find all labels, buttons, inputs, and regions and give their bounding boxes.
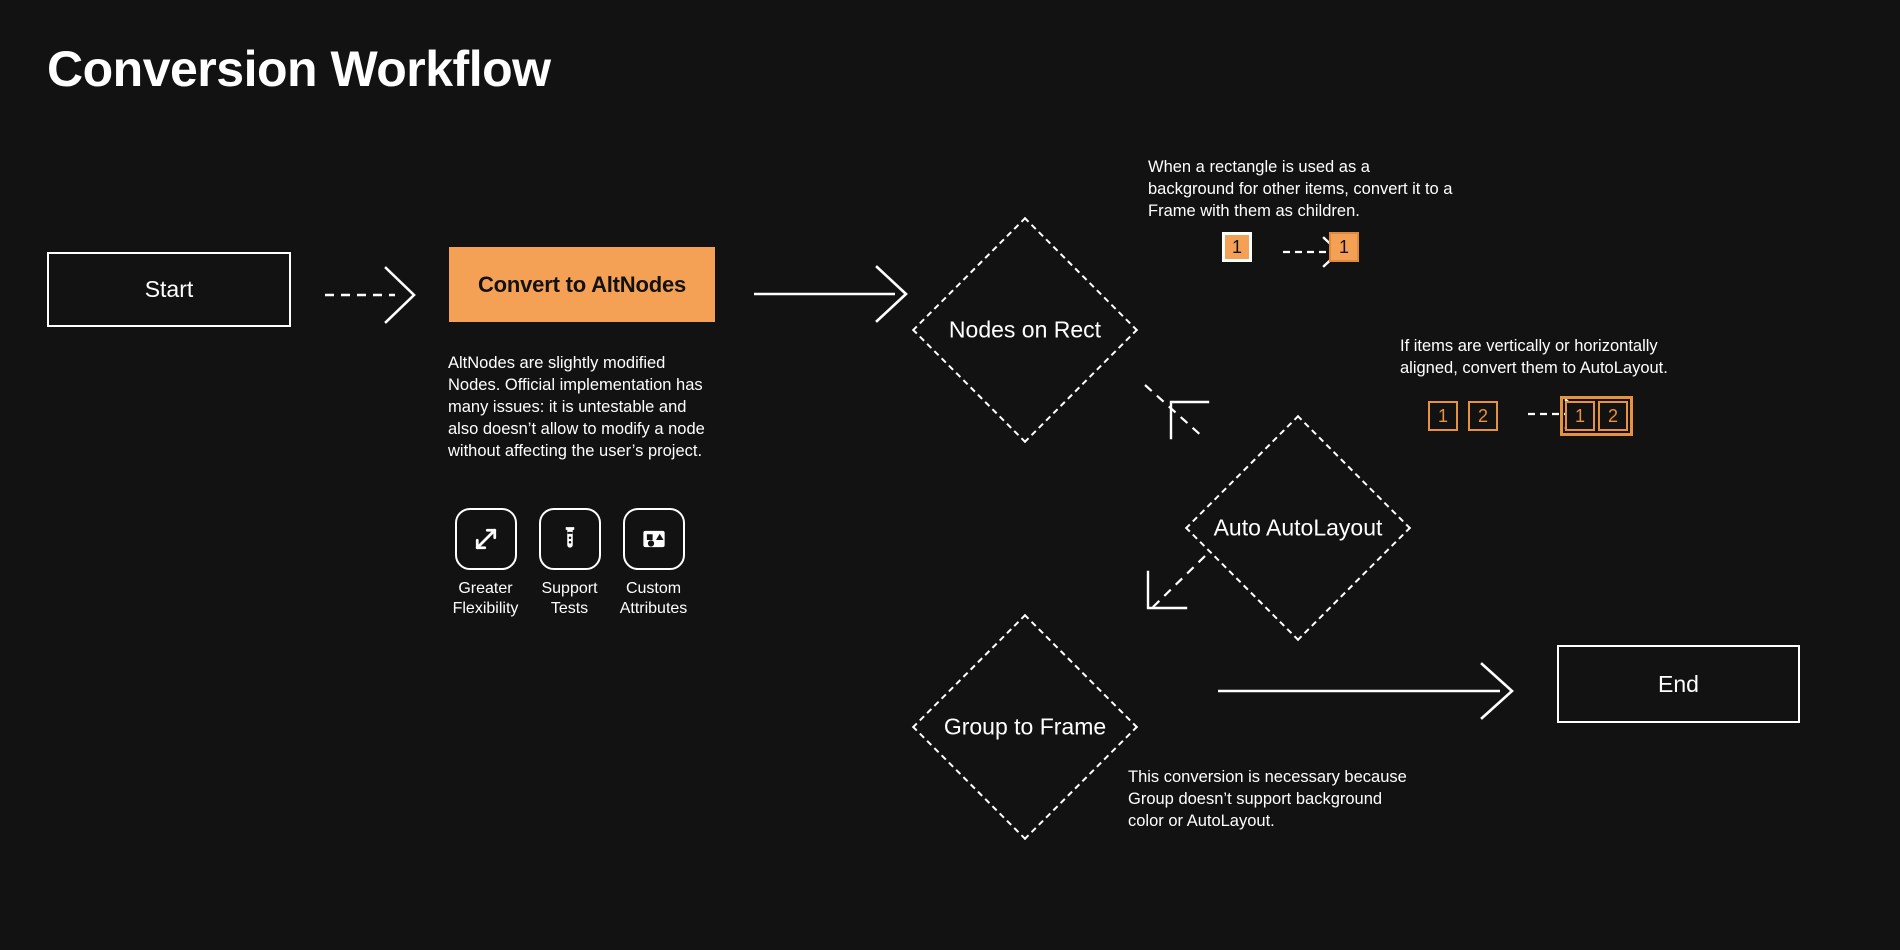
note-altnodes: AltNodes are slightly modified Nodes. Of… bbox=[448, 354, 705, 460]
chip-after-2: 2 bbox=[1598, 401, 1628, 431]
node-end[interactable]: End bbox=[1557, 645, 1800, 723]
edge-convert-to-nodes-on-rect bbox=[754, 265, 908, 323]
node-auto-autolayout[interactable]: Auto AutoLayout bbox=[1184, 414, 1412, 642]
edge-group-to-frame-to-end bbox=[1218, 662, 1514, 720]
node-start[interactable]: Start bbox=[47, 252, 291, 327]
node-convert-label: Convert to AltNodes bbox=[477, 271, 687, 297]
node-auto-autolayout-label: Auto AutoLayout bbox=[1213, 514, 1383, 541]
node-nodes-on-rect[interactable]: Nodes on Rect bbox=[911, 216, 1139, 444]
chip-after-1: 1 bbox=[1565, 401, 1595, 431]
chip-before-1: 1 bbox=[1428, 401, 1458, 431]
chip-before-1: 1 bbox=[1222, 232, 1252, 262]
chip-before-2: 2 bbox=[1468, 401, 1498, 431]
feature-custom-attributes[interactable]: Custom Attributes bbox=[620, 508, 687, 619]
node-convert-to-altnodes[interactable]: Convert to AltNodes bbox=[449, 247, 715, 322]
feature-support-tests[interactable]: Support Tests bbox=[536, 508, 603, 619]
node-group-to-frame-label: Group to Frame bbox=[943, 713, 1107, 740]
chip-row-gap bbox=[1498, 416, 1560, 417]
chip-row-nodes-on-rect: 1 1 bbox=[1222, 232, 1359, 262]
feature-greater-flexibility[interactable]: Greater Flexibility bbox=[452, 508, 519, 619]
chip-row-gap bbox=[1252, 247, 1329, 248]
expand-arrows-icon bbox=[454, 508, 517, 570]
feature-label: Custom Attributes bbox=[619, 580, 688, 617]
node-nodes-on-rect-label: Nodes on Rect bbox=[948, 316, 1102, 343]
chip-group-frame: 1 2 bbox=[1560, 396, 1633, 436]
feature-label: Support Tests bbox=[541, 580, 598, 617]
chip-row-auto-autolayout: 1 2 1 2 bbox=[1428, 396, 1633, 436]
feature-label: Greater Flexibility bbox=[452, 580, 519, 617]
edge-start-to-convert bbox=[325, 266, 416, 324]
edge-nodes-on-rect-to-auto-autolayout bbox=[1144, 384, 1210, 440]
node-end-label: End bbox=[1658, 670, 1699, 697]
shapes-icon bbox=[622, 508, 685, 570]
page-title: Conversion Workflow bbox=[47, 41, 551, 97]
node-group-to-frame[interactable]: Group to Frame bbox=[911, 613, 1139, 841]
test-tube-icon bbox=[538, 508, 601, 570]
note-auto-autolayout: If items are vertically or horizontally … bbox=[1400, 337, 1668, 377]
feature-list: Greater Flexibility Support Tests bbox=[452, 508, 687, 619]
note-nodes-on-rect: When a rectangle is used as a background… bbox=[1148, 158, 1453, 220]
edge-auto-autolayout-to-group-to-frame bbox=[1146, 555, 1206, 610]
note-group-to-frame: This conversion is necessary because Gro… bbox=[1128, 768, 1407, 830]
node-start-label: Start bbox=[144, 276, 194, 302]
chip-after-1: 1 bbox=[1329, 232, 1359, 262]
